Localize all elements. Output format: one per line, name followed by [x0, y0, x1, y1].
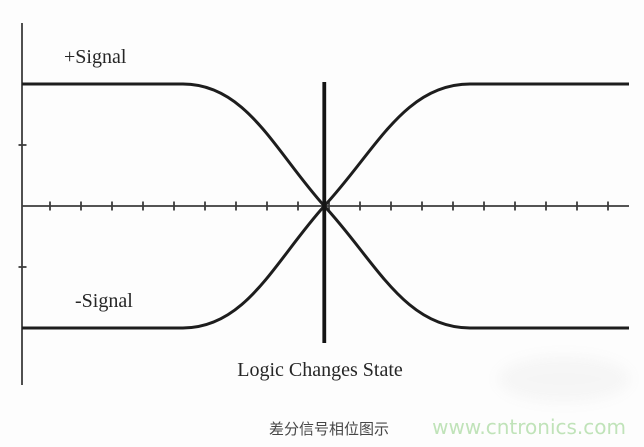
removed-watermark-ghost	[498, 356, 630, 402]
logic-changes-state-label: Logic Changes State	[237, 359, 403, 381]
minus-signal-label: -Signal	[75, 290, 133, 312]
plus-signal-label: +Signal	[64, 46, 127, 68]
site-watermark: www.cntronics.com	[432, 415, 626, 439]
figure-caption: 差分信号相位图示	[268, 420, 390, 438]
